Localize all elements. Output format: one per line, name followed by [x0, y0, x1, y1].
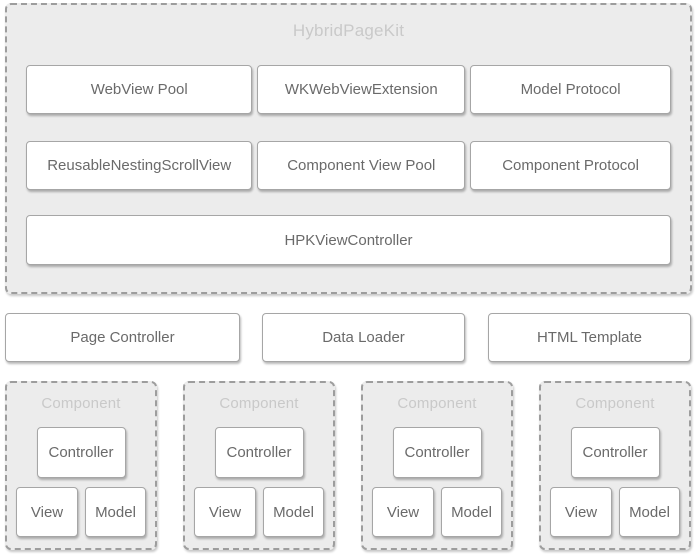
- hybridpagekit-container: HybridPageKit WebView Pool WKWebViewExte…: [5, 3, 692, 294]
- view-model-row: View Model: [541, 487, 689, 537]
- view-model-row: View Model: [363, 487, 511, 537]
- middle-row: Page Controller Data Loader HTML Templat…: [5, 313, 691, 362]
- box-reusablenestingscrollview: ReusableNestingScrollView: [26, 141, 253, 190]
- kit-row-1: WebView Pool WKWebViewExtension Model Pr…: [7, 65, 690, 114]
- component-groups-row: Component Controller View Model Componen…: [5, 381, 691, 550]
- view-model-row: View Model: [7, 487, 155, 537]
- kit-row-3: HPKViewController: [7, 215, 690, 265]
- box-webview-pool: WebView Pool: [26, 65, 253, 114]
- box-model: Model: [85, 487, 146, 537]
- component-title: Component: [41, 395, 121, 412]
- box-wkwebviewextension: WKWebViewExtension: [257, 65, 466, 114]
- box-view: View: [16, 487, 78, 537]
- box-controller: Controller: [36, 427, 126, 478]
- box-view: View: [372, 487, 434, 537]
- component-group-2: Component Controller View Model: [183, 381, 335, 550]
- box-hpkviewcontroller: HPKViewController: [26, 215, 671, 265]
- box-page-controller: Page Controller: [5, 313, 240, 362]
- kit-row-2: ReusableNestingScrollView Component View…: [7, 141, 690, 190]
- box-view: View: [194, 487, 256, 537]
- box-data-loader: Data Loader: [262, 313, 465, 362]
- box-component-view-pool: Component View Pool: [257, 141, 466, 190]
- component-group-1: Component Controller View Model: [5, 381, 157, 550]
- component-title: Component: [219, 395, 299, 412]
- component-group-3: Component Controller View Model: [361, 381, 513, 550]
- box-controller: Controller: [570, 427, 660, 478]
- component-group-4: Component Controller View Model: [539, 381, 691, 550]
- view-model-row: View Model: [185, 487, 333, 537]
- box-model: Model: [441, 487, 502, 537]
- component-title: Component: [575, 395, 655, 412]
- component-title: Component: [397, 395, 477, 412]
- box-html-template: HTML Template: [488, 313, 691, 362]
- box-component-protocol: Component Protocol: [470, 141, 672, 190]
- box-controller: Controller: [392, 427, 482, 478]
- hybridpagekit-title: HybridPageKit: [292, 21, 405, 40]
- box-model-protocol: Model Protocol: [470, 65, 672, 114]
- box-controller: Controller: [214, 427, 304, 478]
- box-model: Model: [263, 487, 324, 537]
- box-model: Model: [619, 487, 680, 537]
- box-view: View: [550, 487, 612, 537]
